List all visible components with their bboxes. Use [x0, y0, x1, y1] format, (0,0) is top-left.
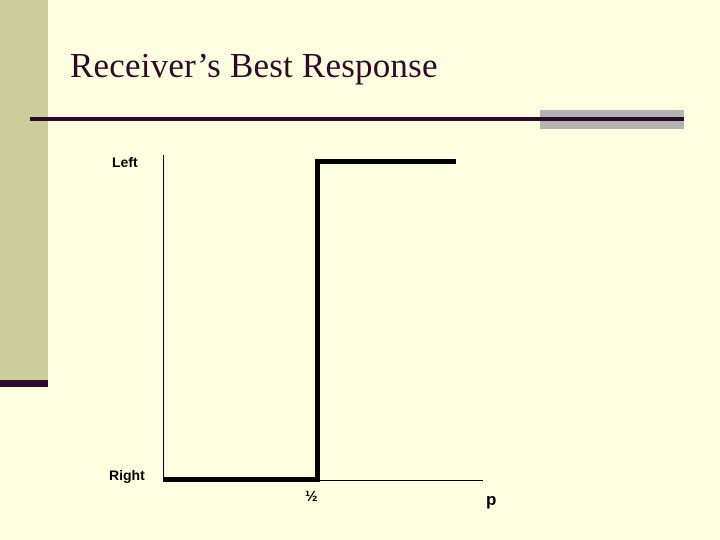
- page-title: Receiver’s Best Response: [70, 46, 438, 85]
- x-axis-name-label: p: [486, 490, 497, 509]
- x-axis-tick-label-half: ½: [305, 488, 318, 505]
- y-axis-label-left: Left: [112, 154, 138, 170]
- step-segment-left: [315, 159, 456, 164]
- chart-x-axis: [163, 480, 483, 481]
- y-axis-label-right: Right: [109, 467, 145, 483]
- decorative-side-band: [0, 0, 48, 380]
- decorative-side-accent-bar: [0, 380, 48, 387]
- chart-y-axis: [163, 155, 164, 481]
- step-segment-right: [163, 477, 319, 482]
- title-rule-line: [30, 117, 684, 121]
- step-segment-riser: [315, 159, 320, 482]
